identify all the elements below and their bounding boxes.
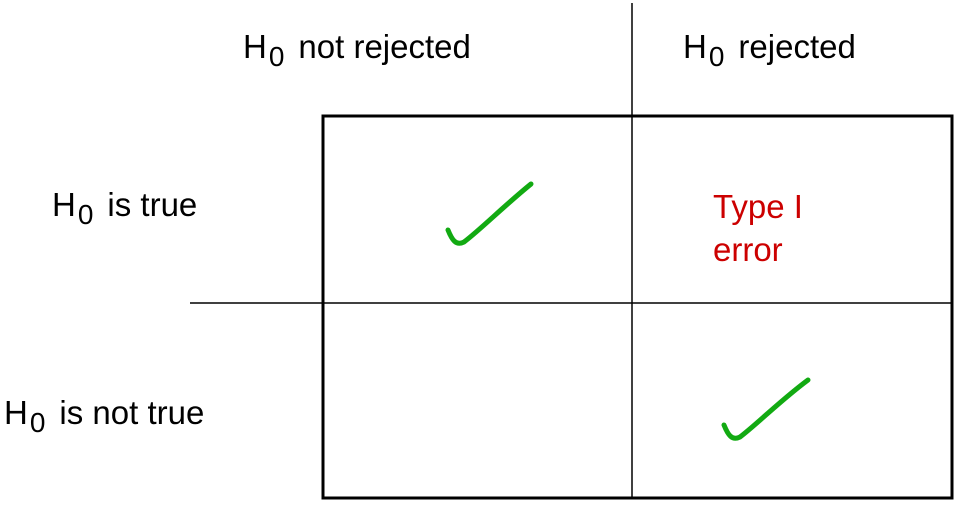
type-one-error-label: Type I error (713, 186, 803, 272)
table-outer-box (321, 114, 954, 500)
h0-symbol: H0 (683, 28, 738, 71)
h-letter: H (52, 186, 76, 223)
subscript-zero: 0 (77, 199, 94, 230)
h0-symbol: H0 (243, 28, 298, 71)
row-header-text: is not true (59, 394, 205, 431)
type-one-error-line1: Type I (713, 188, 803, 225)
column-header-text: rejected (738, 28, 856, 65)
checkmark-icon (445, 181, 534, 246)
row-header-text: is true (107, 186, 198, 223)
subscript-zero: 0 (268, 41, 285, 72)
column-header-text: not rejected (298, 28, 471, 65)
subscript-zero: 0 (708, 41, 725, 72)
h-letter: H (683, 28, 707, 65)
h0-symbol: H0 (4, 394, 59, 437)
checkmark-icon (721, 377, 811, 441)
h0-symbol: H0 (52, 186, 107, 229)
h-letter: H (4, 394, 28, 431)
type-one-error-line2: error (713, 230, 783, 268)
subscript-zero: 0 (29, 407, 46, 438)
h-letter: H (243, 28, 267, 65)
